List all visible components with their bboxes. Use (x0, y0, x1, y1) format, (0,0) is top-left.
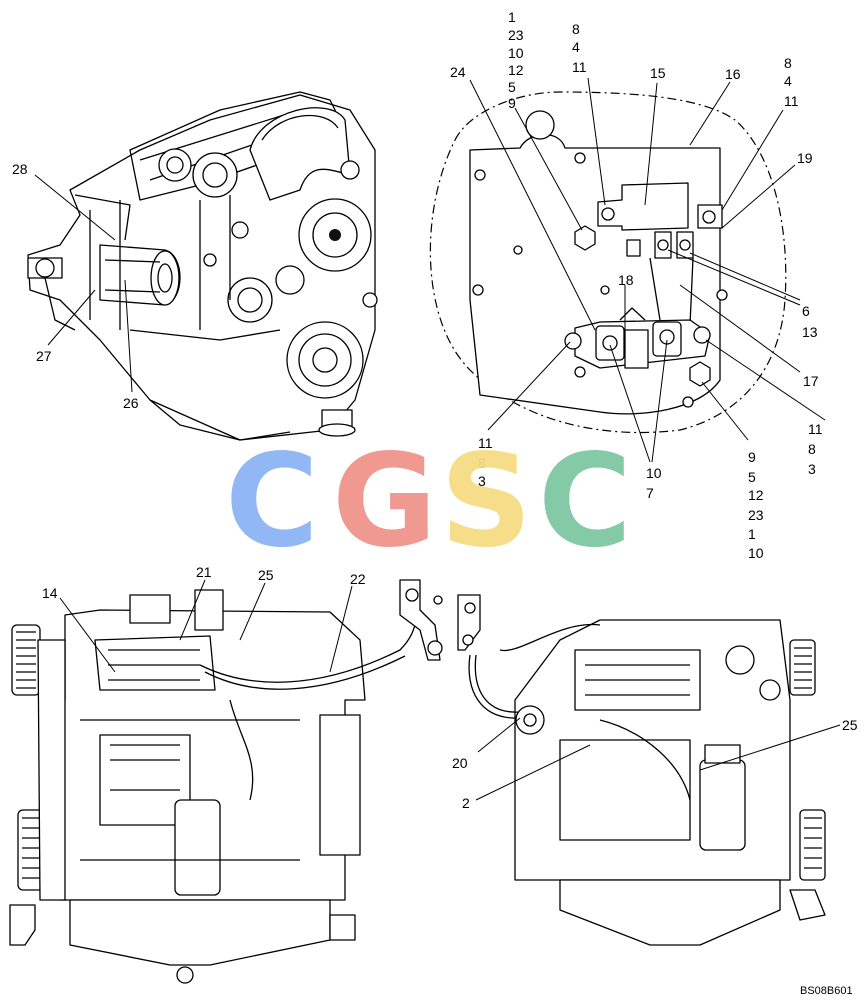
callout-stack-bottom-mid: 9 5 12 23 1 10 (748, 449, 764, 561)
lower-left-leaders (59, 579, 353, 673)
callout-24: 24 (450, 64, 466, 80)
engine-side-view-left (9, 579, 443, 984)
stack-item: 8 (808, 441, 816, 457)
watermark-letter-c1: C (225, 427, 319, 576)
callout-17: 17 (803, 373, 819, 389)
stack-item: 8 (572, 21, 580, 37)
plate-view-leaders (469, 77, 826, 463)
callout-28: 28 (12, 161, 28, 177)
top-view-leaders (34, 174, 133, 393)
stack-item: 12 (508, 62, 524, 78)
stack-item: 12 (748, 487, 764, 503)
callout-15: 15 (650, 65, 666, 81)
callout-stack-bottom-right: 11 8 3 (808, 421, 823, 477)
watermark-letter-c2: C (538, 427, 632, 576)
mounting-plate-view (429, 91, 787, 434)
lower-right-leaders (475, 717, 841, 801)
watermark-letter-g: G (332, 427, 437, 576)
callout-10: 10 (646, 465, 662, 481)
stack-item: 8 (478, 455, 486, 471)
stack-item: 11 (808, 421, 823, 437)
stack-item: 11 (478, 435, 493, 451)
engine-side-view-right (457, 594, 826, 946)
callout-13: 13 (802, 324, 818, 340)
stack-item: 9 (508, 95, 516, 111)
stack-item: 10 (748, 545, 764, 561)
callout-22: 22 (350, 571, 366, 587)
stack-item: 11 (784, 93, 799, 109)
stack-item: 4 (784, 73, 792, 89)
drawing-id: BS08B601 (800, 985, 853, 997)
stack-item: 1 (748, 526, 756, 542)
engine-isometric-view (27, 91, 378, 441)
stack-item: 9 (748, 449, 756, 465)
callout-19: 19 (797, 150, 813, 166)
watermark-logo: C G S C (225, 427, 632, 576)
stack-item: 3 (478, 473, 486, 489)
callout-7: 7 (646, 485, 654, 501)
stack-item: 11 (572, 59, 587, 75)
callout-25-left: 25 (258, 567, 274, 583)
stack-item: 5 (748, 469, 756, 485)
stack-item: 4 (572, 39, 580, 55)
callout-stack-top-left: 1 23 10 12 5 9 (508, 9, 524, 111)
watermark-letter-s: S (440, 427, 532, 576)
callout-14: 14 (42, 585, 58, 601)
callout-21: 21 (196, 564, 212, 580)
callout-stack-bottom-left: 11 8 3 (478, 435, 493, 489)
callout-stack-top-right: 8 4 11 (784, 55, 799, 109)
stack-item: 3 (808, 461, 816, 477)
stack-item: 10 (508, 45, 524, 61)
callout-stack-top-mid: 8 4 11 (572, 21, 587, 75)
callout-27: 27 (36, 348, 52, 364)
callout-20: 20 (452, 755, 468, 771)
callout-2: 2 (462, 795, 470, 811)
stack-item: 1 (508, 9, 516, 25)
stack-item: 8 (784, 55, 792, 71)
callout-26: 26 (123, 395, 139, 411)
callout-6: 6 (802, 303, 810, 319)
callout-18: 18 (618, 272, 634, 288)
stack-item: 23 (748, 507, 764, 523)
callout-16: 16 (725, 66, 741, 82)
stack-item: 23 (508, 27, 524, 43)
callout-25-right: 25 (842, 717, 858, 733)
stack-item: 5 (508, 79, 516, 95)
